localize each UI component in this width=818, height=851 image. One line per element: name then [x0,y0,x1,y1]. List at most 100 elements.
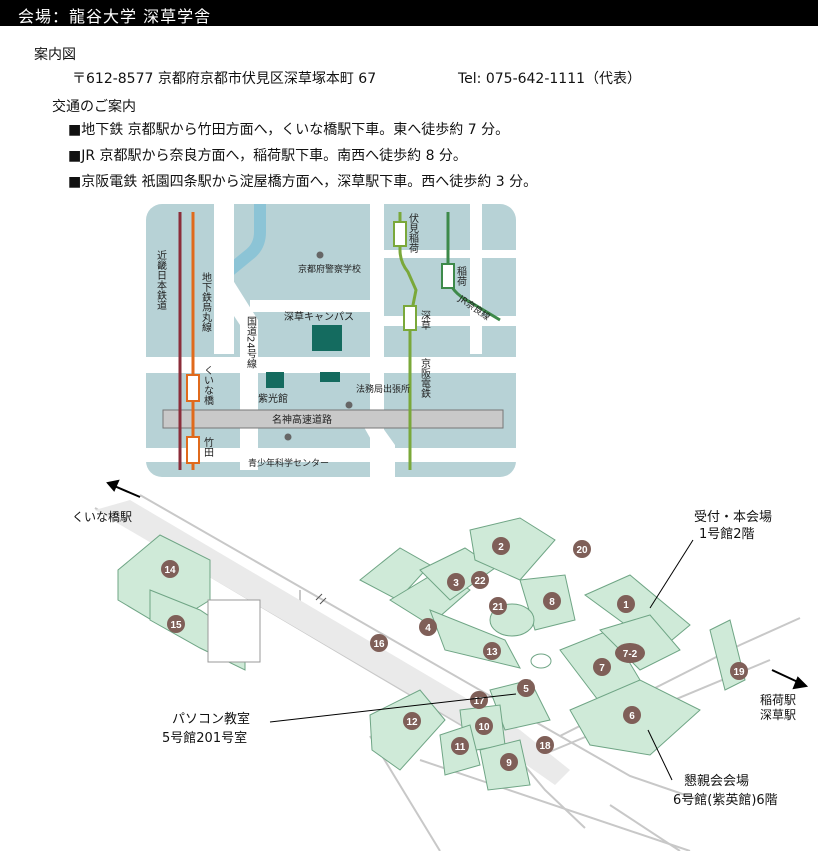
arrow-to-kuinabashi [111,484,141,498]
road-break-mark [315,593,327,605]
marker-21: 21 [489,597,507,615]
area-map: 近畿日本鉄道 地下鉄烏丸線 くいな橋 竹田 国道24号線 京都府警察学校 深草キ… [146,204,516,477]
takeda-station-marker [186,436,200,464]
callout-lines [269,539,694,781]
marker-5: 5 [517,679,535,697]
marker-20-text: 20 [576,545,588,556]
callout-pc-line1: パソコン教室 [172,711,250,727]
expressway-band [162,409,504,429]
marker-3: 3 [447,573,465,591]
building-15-grid [207,599,261,663]
marker-17-text: 17 [473,696,485,707]
marker-4-text: 4 [425,623,431,634]
label-to-kuinabashi: くいな橋駅 [72,510,132,524]
label-keihan: 京阪電鉄 [419,357,431,399]
label-campus: 深草キャンパス [284,311,354,323]
river [224,204,266,277]
marker-12: 12 [403,712,421,730]
marker-6-text: 6 [629,711,635,722]
arrow-to-kuinabashi-head [106,479,120,492]
label-fushimi-inari: 伏見稲荷 [407,212,419,254]
marker-13-text: 13 [486,647,498,658]
label-subway: 地下鉄烏丸線 [200,271,212,332]
marker-22-text: 22 [474,576,486,587]
access-title: 交通のご案内 [52,99,136,115]
kuinabashi-station-marker [186,374,200,402]
marker-2: 2 [492,537,510,555]
callout-reception-line2: 1号館2階 [699,527,755,542]
label-to-inari: 稲荷駅 [760,693,796,707]
label-legal-office: 法務局出張所 [356,383,410,395]
label-inari-area: 稲荷 [455,266,467,287]
marker-17: 17 [470,691,488,709]
marker-11-text: 11 [455,742,466,753]
marker-7-2-text: 7-2 [623,649,638,660]
callout-party-line1: 懇親会会場 [684,773,749,789]
marker-4: 4 [419,618,437,636]
callout-line-party [647,729,673,781]
marker-12-text: 12 [406,717,418,728]
marker-5-text: 5 [523,684,529,695]
callout-line-reception [649,539,694,609]
marker-8: 8 [543,592,561,610]
callout-party-line2: 6号館(紫英館)6階 [673,793,778,808]
marker-22: 22 [471,571,489,589]
label-expressway: 名神高速道路 [272,413,332,426]
marker-16-text: 16 [373,639,385,650]
address-text: 〒612-8577 京都府京都市伏見区深草塚本町 67 [72,71,377,87]
campus-map: 1 2 3 4 5 6 7 7-2 8 9 10 11 12 13 14 15 … [72,479,809,851]
label-shikokan: 紫光館 [258,392,288,405]
marker-7: 7 [593,658,611,676]
building-markers: 1 2 3 4 5 6 7 7-2 8 9 10 11 12 13 14 15 … [161,537,748,771]
callout-reception-line1: 受付・本会場 [694,510,772,525]
police-school-dot [316,251,324,259]
marker-9-text: 9 [506,758,512,769]
marker-7-text: 7 [599,663,605,674]
access-route-subway: ■地下鉄 京都駅から竹田方面へ，くいな橋駅下車。東へ徒歩約 7 分。 [68,122,510,138]
marker-14-text: 14 [164,565,176,576]
marker-15-text: 15 [170,620,182,631]
shikokan-block [266,372,284,388]
arrow-to-inari [771,669,801,684]
marker-7-2: 7-2 [615,643,645,663]
inari-station-marker [441,263,455,289]
fukakusa-station-marker [403,305,417,331]
building-12-shape [369,689,446,771]
arrow-to-inari-head [792,676,809,690]
marker-11: 11 [451,737,469,755]
access-route-keihan: ■京阪電鉄 祇園四条駅から淀屋橋方面へ，深草駅下車。西へ徒歩約 3 分。 [68,174,538,190]
label-kuinabashi: くいな橋 [202,365,214,406]
marker-21-text: 21 [492,602,504,613]
marker-14: 14 [161,560,179,578]
callout-pc-line2: 5号館201号室 [162,730,247,746]
marker-20: 20 [573,540,591,558]
campus-road-surface [95,500,570,785]
marker-8-text: 8 [549,597,555,608]
access-route-jr: ■JR 京都駅から奈良方面へ，稲荷駅下車。南西へ徒歩約 8 分。 [68,148,467,164]
marker-19: 19 [730,662,748,680]
venue-header: 会場：龍谷大学 深草学舎 [0,0,818,26]
marker-19-text: 19 [733,667,745,678]
marker-1-text: 1 [623,600,629,611]
marker-1: 1 [617,595,635,613]
marker-18: 18 [536,736,554,754]
label-science-center: 青少年科学センター [248,457,329,469]
fushimi-inari-station-marker [393,221,407,247]
callout-line-pc-room [269,693,517,723]
marker-3-text: 3 [453,578,459,589]
marker-15: 15 [167,615,185,633]
label-to-fukakusa: 深草駅 [760,708,796,722]
marker-10-text: 10 [478,722,490,733]
label-police-school: 京都府警察学校 [298,263,361,275]
legal-office-dot [345,401,353,409]
label-kintetsu: 近畿日本鉄道 [155,249,167,310]
building-2-shape [469,517,556,581]
tel-text: Tel: 075-642-1111（代表） [458,71,642,87]
campus-block [312,325,342,351]
guide-title: 案内図 [34,47,76,63]
marker-6: 6 [623,706,641,724]
fountain [530,653,552,669]
venue-title: 会場：龍谷大学 深草学舎 [18,7,212,26]
direction-arrows [106,479,809,690]
